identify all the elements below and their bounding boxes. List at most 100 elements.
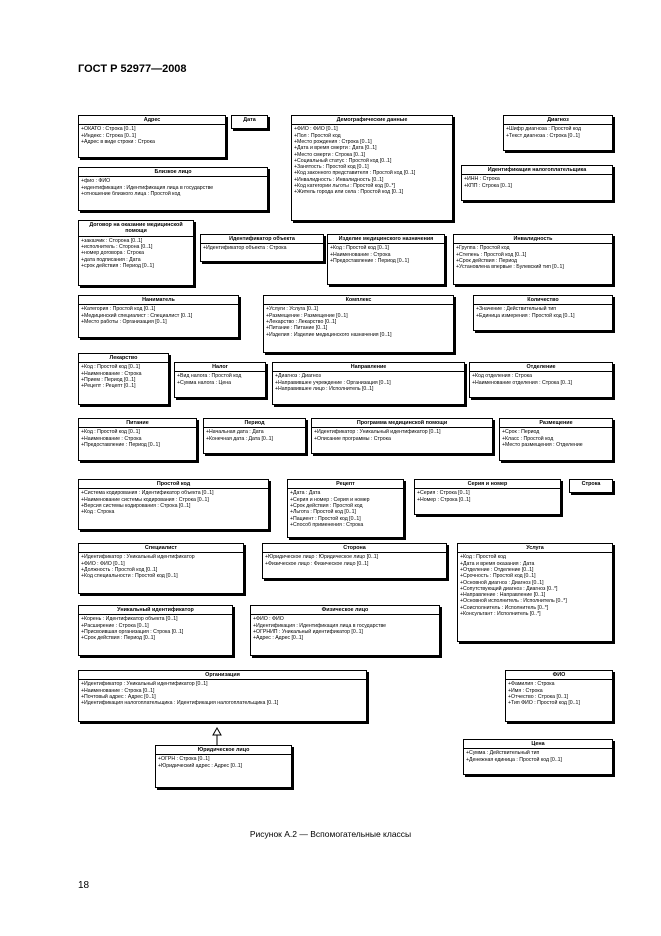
class-attribute: +Прием : Период [0..1]: [81, 377, 136, 383]
class-attributes: +Код : Простой код [0..1]+Наименование :…: [328, 244, 444, 265]
class-attribute: +Значение : Действительный тип: [476, 306, 557, 313]
page-number: 18: [78, 880, 90, 891]
class-attribute: +ФИО : ФИО: [253, 616, 284, 623]
class-attributes: +Сумма : Действительный тип+Денежная еди…: [464, 749, 612, 764]
class-attributes: +заказчик : Сторона [0..1]+исполнитель :…: [79, 237, 193, 270]
class-attribute: +Наименование отделения : Строка [0..1]: [472, 379, 573, 386]
class-attribute: +Занятость : Простой код [0..1]: [294, 164, 369, 171]
class-attribute: +Начальная дата : Дата: [206, 429, 264, 436]
class-attribute: +Номер : Строка [0..1]: [417, 496, 471, 503]
uml-class-disability: Инвалидность+Группа : Простой код+Степен…: [453, 234, 613, 285]
uml-class-taxpayer-id: Идентификация налогоплательщика+ИНН : Ст…: [461, 165, 613, 201]
class-attribute: +Код отделения : Строка: [472, 373, 532, 380]
class-attributes: +Срок : Период+Класс : Простой код+Место…: [500, 428, 612, 449]
class-attributes: +ОГРН : Строка [0..1]+Юридический адрес …: [156, 755, 291, 770]
class-title: Физическое лицо: [251, 606, 439, 616]
class-attribute: +Место смерти : Строка [0..1]: [294, 151, 366, 158]
uml-class-string: Строка: [569, 479, 613, 493]
class-attribute: +Код : Строка: [81, 509, 115, 516]
class-attribute: +Почтовый адрес : Адрес [0..1]: [81, 694, 156, 700]
uml-class-party: Сторона+Юридическое лицо : Юридическое л…: [262, 543, 447, 579]
uml-class-diagnosis: Диагноз+Шифр диагноза : Простой код+Текс…: [503, 115, 613, 151]
class-attribute: +Идентификация налогоплательщика : Идент…: [81, 700, 279, 707]
class-attribute: +КПП : Строка [0..1]: [464, 182, 512, 189]
class-attribute: +Серия и номер : Серия и номер: [290, 496, 370, 503]
class-title: Простой код: [79, 480, 268, 490]
class-title: Организация: [79, 671, 366, 681]
class-title: ФИО: [506, 671, 612, 681]
class-attribute: +Код специальности : Простой код [0..1]: [81, 573, 178, 580]
class-title: Договор на оказание медицинской помощи: [79, 221, 193, 237]
uml-class-contract: Договор на оказание медицинской помощи+з…: [78, 220, 194, 286]
class-attribute: +Срок действия : Период: [456, 258, 518, 264]
class-attribute: +Дата и время оказания : Дата: [460, 560, 535, 567]
class-attribute: +Наименование : Строка [0..1]: [81, 687, 155, 694]
class-title: Адрес: [79, 116, 225, 126]
class-attribute: +Система кодирования : Идентификатор объ…: [81, 490, 214, 497]
class-attribute: +Расширение : Строка [0..1]: [81, 622, 149, 629]
class-attribute: +Категория : Простой код [0..1]: [81, 306, 156, 313]
class-attribute: +Корень : Идентификатор объекта [0..1]: [81, 616, 178, 623]
class-attribute: +идентификация : Идентификация лица в го…: [81, 184, 214, 191]
class-attribute: +срок действия : Период [0..1]: [81, 263, 154, 269]
class-title: Идентификация налогоплательщика: [462, 166, 612, 176]
class-attribute: +Единица измерения : Простой код [0..1]: [476, 312, 575, 319]
uml-class-fio: ФИО+Фамилия : Строка+Имя : Строка+Отчест…: [505, 670, 613, 722]
uml-class-price: Цена+Сумма : Действительный тип+Денежная…: [463, 739, 613, 775]
class-attributes: +Группа : Простой код+Степень : Простой …: [454, 244, 612, 271]
uml-class-department: Отделение+Код отделения : Строка+Наимено…: [469, 362, 613, 398]
class-attribute: +Место размещения : Отделение: [502, 442, 583, 448]
class-attribute: +Денежная единица : Простой код [0..1]: [466, 756, 562, 763]
uml-class-date: Дата: [231, 115, 268, 129]
class-attribute: +ФИО : ФИО [0..1]: [81, 560, 125, 567]
class-attribute: +Код : Простой код: [460, 554, 506, 561]
class-attribute: +Адрес : Адрес [0..1]: [253, 635, 304, 642]
class-attributes: +фио : ФИО+идентификация : Идентификация…: [79, 177, 267, 198]
class-attributes: +Идентификатор объекта : Строка: [201, 244, 323, 252]
class-attribute: +Код законного представителя : Простой к…: [294, 170, 416, 177]
class-attribute: +Услуги : Услуга [0..1]: [266, 306, 319, 313]
class-attribute: +Присвоившая организация : Строка [0..1]: [81, 629, 184, 635]
class-attribute: +Фамилия : Строка: [508, 681, 555, 688]
class-title: Наниматель: [79, 296, 238, 306]
class-attribute: +Серия : Строка [0..1]: [417, 490, 470, 497]
uml-class-employer: Наниматель+Категория : Простой код [0..1…: [78, 295, 239, 338]
class-attribute: +Направившее лицо : Исполнитель [0..1]: [275, 386, 374, 392]
uml-class-medical-product: Изделие медицинского назначения+Код : Пр…: [327, 234, 445, 285]
class-attribute: +Срок : Период: [502, 429, 540, 436]
class-attribute: +Наименование : Строка: [330, 251, 391, 258]
class-attributes: +Код : Простой код+Дата и время оказания…: [458, 553, 612, 618]
uml-class-demographic: Демографические данные+ФИО : ФИО [0..1]+…: [291, 115, 453, 221]
class-attribute: +Отчество : Строка [0..1]: [508, 694, 569, 700]
class-attribute: +Медицинский специалист : Специалист [0.…: [81, 312, 193, 319]
uml-class-nutrition: Питание+Код : Простой код [0..1]+Наимено…: [78, 418, 197, 461]
class-attribute: +Основной диагноз : Диагноз [0..1]: [460, 579, 544, 586]
class-attribute: +Дата : Дата: [290, 490, 321, 497]
uml-class-organization: Организация+Идентификатор : Уникальный и…: [78, 670, 367, 722]
uml-class-object-id: Идентификатор объекта+Идентификатор объе…: [200, 234, 324, 262]
class-attributes: +ФИО : ФИО+Идентификация : Идентификация…: [251, 615, 439, 642]
class-title: Уникальный идентификатор: [79, 606, 232, 616]
class-attribute: +Идентификатор : Уникальный идентификато…: [81, 554, 195, 561]
class-attribute: +Изделия : Изделие медицинского назначен…: [266, 331, 392, 338]
class-attribute: +Срочность : Простой код [0..1]: [460, 573, 536, 580]
class-attribute: +Код : Простой код [0..1]: [81, 429, 140, 436]
class-title: Направление: [273, 363, 464, 373]
class-title: Инвалидность: [454, 235, 612, 245]
class-attributes: +Услуги : Услуга [0..1]+Размещение : Раз…: [264, 305, 453, 338]
uml-class-series-number: Серия и номер+Серия : Строка [0..1]+Номе…: [414, 479, 561, 515]
class-attribute: +Тип ФИО : Простой код [0..1]: [508, 700, 580, 707]
class-title: Программа медицинской помощи: [312, 419, 492, 429]
class-attributes: +Шифр диагноза : Простой код+Текст диагн…: [504, 125, 612, 140]
class-attributes: +Код отделения : Строка+Наименование отд…: [470, 372, 612, 387]
uml-class-medicine: Лекарство+Код : Простой код [0..1]+Наиме…: [78, 353, 169, 405]
class-attributes: +Дата : Дата+Серия и номер : Серия и ном…: [288, 489, 403, 529]
class-attribute: +Степень : Простой код [0..1]: [456, 251, 527, 258]
class-title: Диагноз: [504, 116, 612, 126]
class-title: Идентификатор объекта: [201, 235, 323, 245]
class-attributes: +ОКАТО : Строка [0..1]+Индекс : Строка […: [79, 125, 225, 146]
class-attribute: +Индекс : Строка [0..1]: [81, 132, 136, 139]
class-title: Рецепт: [288, 480, 403, 490]
class-title: Период: [204, 419, 305, 429]
class-title: Специалист: [79, 544, 243, 554]
